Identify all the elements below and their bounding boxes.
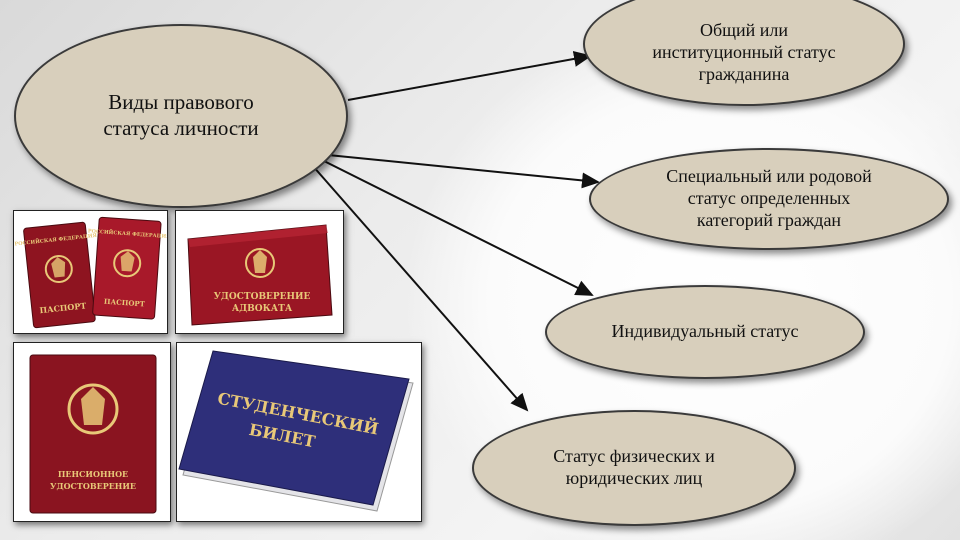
lawyer-emblem-icon (245, 248, 275, 278)
individual-status-oval: Индивидуальный статус (545, 285, 865, 379)
passport-photo: РОССИЙСКАЯ ФЕДЕРАЦИЯ ПАСПОРТ РОССИЙСКАЯ … (13, 210, 168, 334)
general-status-oval: Общий или институционный статус граждани… (583, 0, 905, 106)
general-status-line-2: институционный статус (652, 42, 836, 63)
lawyer-id-line-1: УДОСТОВЕРЕНИЕ (214, 292, 311, 302)
pension-id-line-1: ПЕНСИОННОЕ (58, 469, 128, 479)
main-concept-oval: Виды правового статуса личности (14, 24, 348, 208)
special-status-line-1: Специальный или родовой (666, 166, 872, 187)
individual-status-line-1: Индивидуальный статус (611, 321, 799, 342)
legal-entity-status-line-1: Статус физических и (553, 446, 715, 467)
passport-emblem-icon (44, 255, 73, 284)
student-id-photo: СТУДЕНЧЕСКИЙ БИЛЕТ (176, 342, 422, 522)
legal-entity-status-line-2: юридических лиц (565, 468, 703, 488)
lawyer-id-photo: УДОСТОВЕРЕНИЕ АДВОКАТА (175, 210, 344, 334)
pension-emblem-icon (67, 383, 119, 435)
main-concept-line-2: статуса личности (103, 116, 259, 140)
special-status-line-2: статус определенных (687, 188, 851, 209)
passport-2-word-text: ПАСПОРТ (104, 297, 146, 309)
passport-2-emblem-icon (113, 249, 142, 278)
pension-id-photo: ПЕНСИОННОЕ УДОСТОВЕРЕНИЕ (13, 342, 171, 522)
general-status-line-1: Общий или (699, 20, 788, 41)
main-concept-line-1: Виды правового (108, 90, 254, 115)
pension-id-line-2: УДОСТОВЕРЕНИЕ (50, 481, 136, 491)
passport-word-text: ПАСПОРТ (39, 300, 87, 315)
general-status-line-3: гражданина (698, 63, 790, 84)
special-status-line-3: категорий граждан (696, 209, 842, 230)
lawyer-id-line-2: АДВОКАТА (232, 304, 293, 314)
special-status-oval: Специальный или родовой статус определен… (589, 148, 949, 250)
legal-entity-status-oval: Статус физических и юридических лиц (472, 410, 796, 526)
